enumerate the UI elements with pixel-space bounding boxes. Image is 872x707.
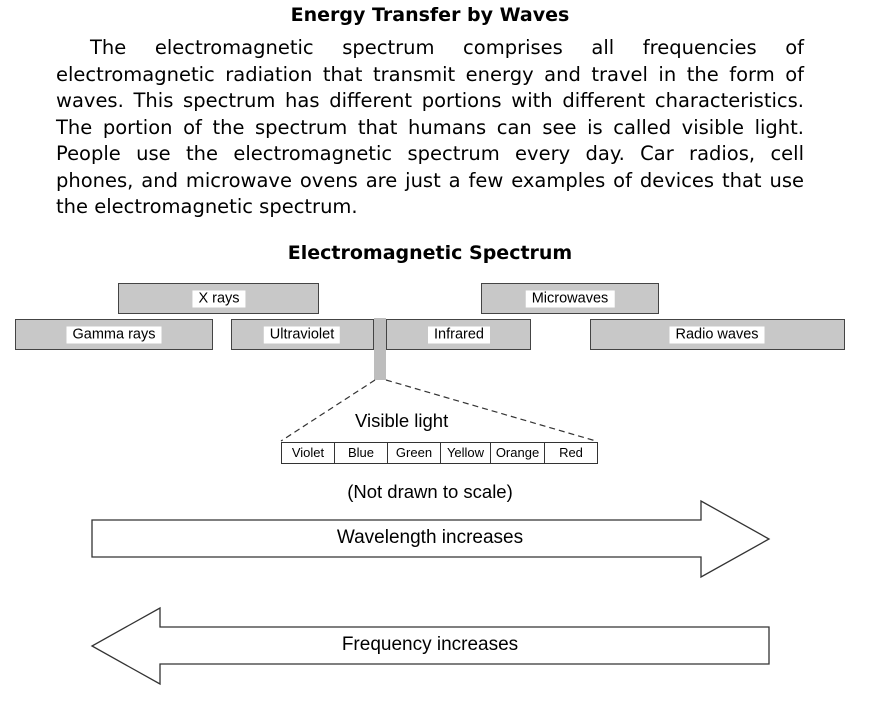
page-heading: Energy Transfer by Waves — [290, 4, 570, 26]
frequency-arrow — [90, 606, 770, 686]
radio-waves-band: Radio waves — [590, 319, 845, 350]
color-red: Red — [545, 443, 598, 463]
color-orange: Orange — [491, 443, 545, 463]
ultraviolet-band: Ultraviolet — [231, 319, 374, 350]
visible-colors-strip: Violet Blue Green Yellow Orange Red — [281, 442, 598, 464]
wavelength-arrow — [91, 499, 771, 579]
infrared-band: Infrared — [386, 319, 531, 350]
color-violet: Violet — [282, 443, 335, 463]
color-green: Green — [388, 443, 441, 463]
microwaves-label: Microwaves — [525, 290, 615, 307]
x-rays-label: X rays — [192, 290, 246, 307]
gamma-rays-label: Gamma rays — [66, 326, 162, 343]
gamma-rays-band: Gamma rays — [15, 319, 213, 350]
zoom-line-left — [280, 379, 376, 442]
intro-paragraph: The electromagnetic spectrum comprises a… — [56, 36, 804, 218]
frequency-arrow-label: Frequency increases — [341, 634, 519, 655]
visible-light-label: Visible light — [355, 410, 449, 431]
color-yellow: Yellow — [441, 443, 491, 463]
wavelength-arrow-label: Wavelength increases — [336, 527, 524, 548]
scale-note: (Not drawn to scale) — [347, 481, 513, 502]
diagram-title: Electromagnetic Spectrum — [287, 242, 573, 264]
infrared-label: Infrared — [428, 326, 490, 343]
visible-light-band — [374, 318, 386, 380]
zoom-line-right — [385, 379, 597, 442]
x-rays-band: X rays — [118, 283, 319, 314]
microwaves-band: Microwaves — [481, 283, 659, 314]
radio-waves-label: Radio waves — [669, 326, 765, 343]
ultraviolet-label: Ultraviolet — [263, 326, 341, 343]
color-blue: Blue — [335, 443, 388, 463]
